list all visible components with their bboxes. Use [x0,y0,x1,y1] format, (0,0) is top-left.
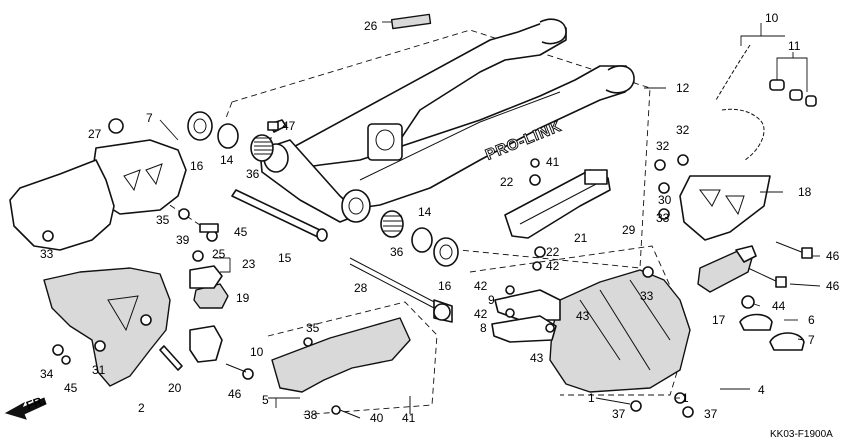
front-direction-arrow: FR. [4,393,47,420]
callout: 22 [500,175,514,189]
long-bolts [747,241,813,288]
callout: 5 [262,393,269,407]
callout: 42 [474,279,488,293]
callout: 8 [480,321,487,335]
callout: 25 [212,247,226,261]
callout: 45 [234,225,248,239]
callout: 10 [250,345,264,359]
callout: 7 [146,111,153,125]
callout: 41 [546,155,560,169]
callout: 33 [40,247,54,261]
callout: 23 [242,257,256,271]
callout: 4 [758,383,765,397]
callout: 1 [682,391,689,405]
callout: 15 [278,251,292,265]
callout: 35 [306,321,320,335]
callout-labels: 10 11 12 26 7 27 47 16 14 36 32 32 41 22… [40,11,840,425]
callout: 46 [228,387,242,401]
bearings [187,111,459,267]
pivot-shaft [231,189,328,242]
callout: 16 [438,279,452,293]
callout: 46 [826,279,840,293]
callout: 1 [588,391,595,405]
callout: 36 [390,245,404,259]
callout: 18 [798,185,812,199]
diagram-code: KK03-F1900A [770,429,833,440]
callout: 27 [88,127,102,141]
callout: 33 [640,289,654,303]
callout: 37 [704,407,718,421]
callout: 34 [40,367,54,381]
callout: 43 [576,309,590,323]
callout: 26 [364,19,378,33]
callout: 20 [168,381,182,395]
side-cover [271,317,411,419]
callout: 17 [712,313,726,327]
callout: 46 [826,249,840,263]
callout: 19 [236,291,250,305]
callout: 32 [656,139,670,153]
callout: 42 [546,259,560,273]
callout: 21 [574,231,588,245]
callout: 45 [64,381,78,395]
callout: 30 [658,193,672,207]
callout: 22 [546,245,560,259]
direction-label: FR. [24,393,47,413]
callout: 14 [220,153,234,167]
lower-guard [549,266,691,393]
callout: 40 [370,411,384,425]
group-outline-seat-cover [267,301,438,416]
callout: 7 [808,333,815,347]
drive-chain [715,44,817,161]
callout: 42 [474,307,488,321]
callout: 43 [530,351,544,365]
decal [390,13,432,30]
callout: 47 [282,119,296,133]
callout: 6 [808,313,815,327]
callout: 9 [488,293,495,307]
chain-slider [504,158,611,271]
callout: 14 [418,205,432,219]
callout: 38 [304,408,318,422]
callout: 29 [622,223,636,237]
brackets [491,285,561,343]
callout: 10 [765,11,779,25]
callout: 36 [246,167,260,181]
callout: 44 [772,299,786,313]
small-parts [52,121,279,380]
heat-shield [9,118,190,251]
slider-pad [697,245,757,293]
clamps [739,295,805,351]
chain-guide [654,154,771,241]
group-outline-guard [469,245,691,396]
chain-case [43,267,171,387]
callout: 31 [92,363,106,377]
callout: 33 [656,211,670,225]
callout: 16 [190,159,204,173]
callout: 35 [156,213,170,227]
callout: 28 [354,281,368,295]
leader-lines [159,21,821,408]
callout: 41 [402,411,416,425]
callout: 12 [676,81,690,95]
callout: 37 [612,407,626,421]
callout: 11 [788,39,801,53]
group-outline-swingarm [225,29,651,269]
callout: 2 [138,401,145,415]
callout: 39 [176,233,190,247]
axle-bolt [349,257,453,323]
callout: 32 [676,123,690,137]
